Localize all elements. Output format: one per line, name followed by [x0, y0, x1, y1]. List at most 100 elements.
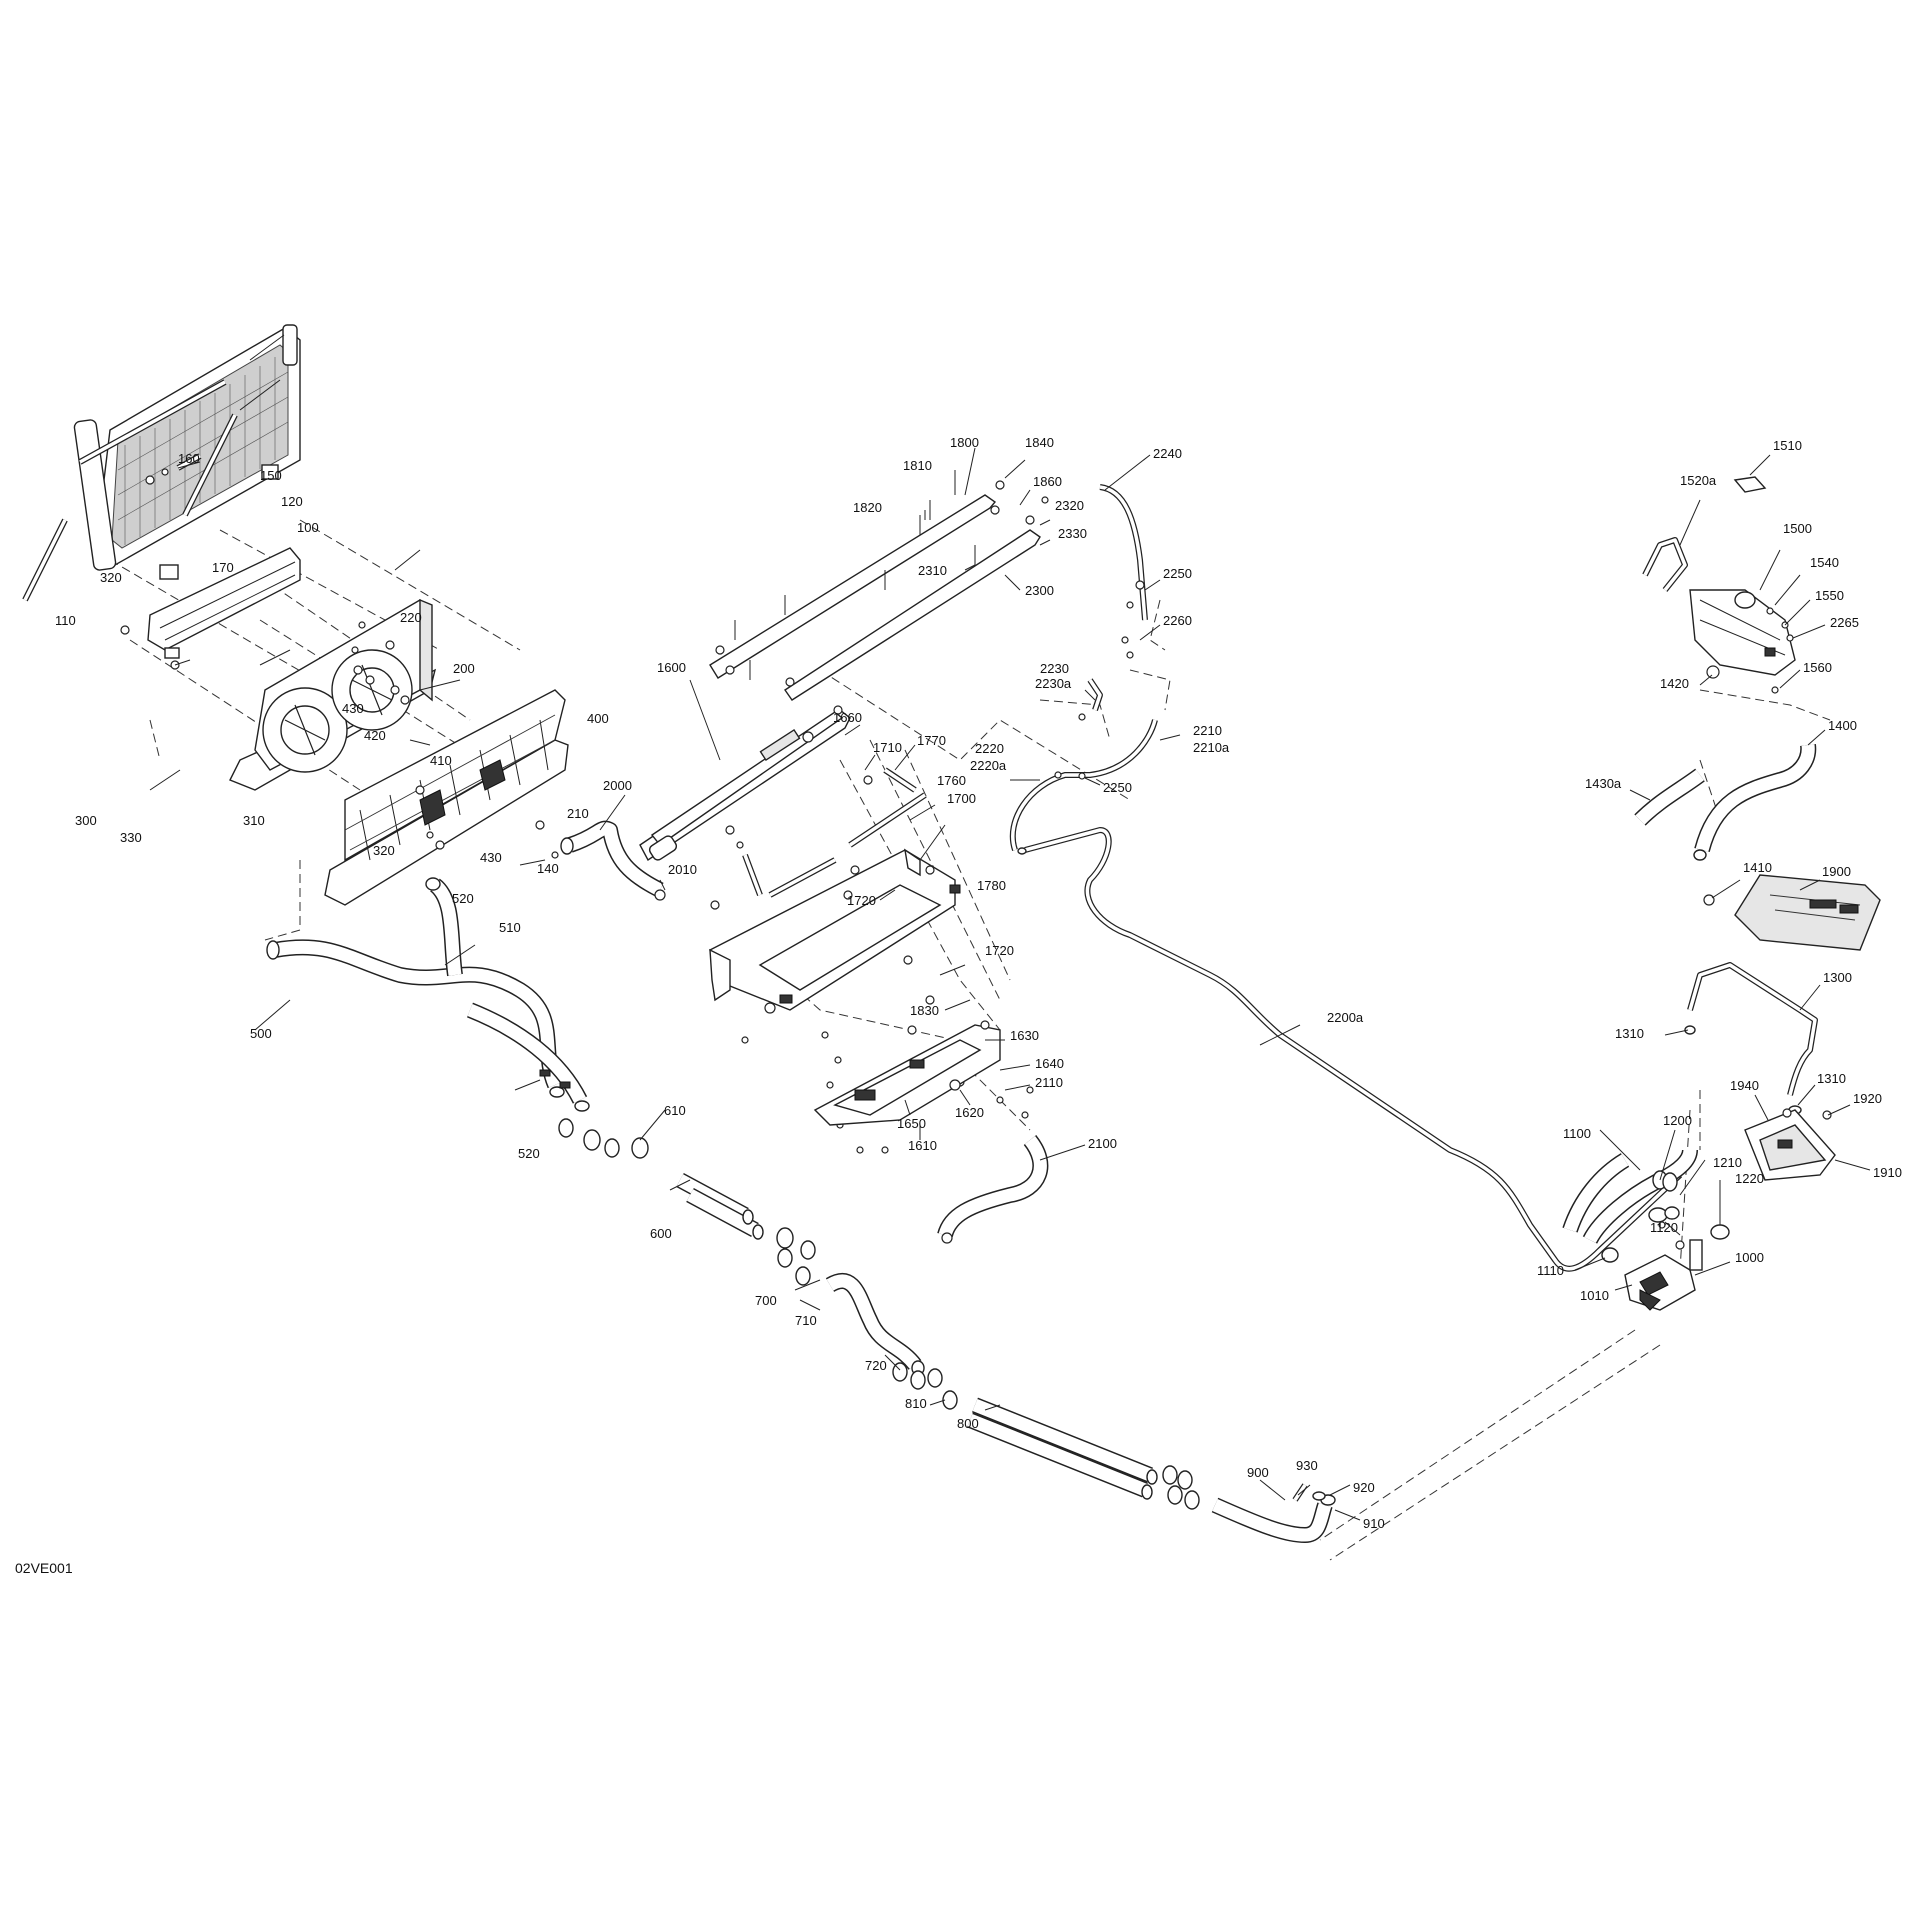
- callout-2260: 2260: [1163, 613, 1192, 628]
- callout-2265: 2265: [1830, 615, 1859, 630]
- housing-1910: [1744, 1108, 1836, 1181]
- fan-assembly-200: [229, 598, 437, 791]
- callout-2220a: 2220a: [970, 758, 1007, 773]
- cover-1900: [1703, 874, 1881, 951]
- callout-1310: 1310: [1615, 1026, 1644, 1041]
- callout-1600: 1600: [657, 660, 686, 675]
- callout-2330: 2330: [1058, 526, 1087, 541]
- callout-520: 520: [452, 891, 474, 906]
- callout-2230: 2230: [1040, 661, 1069, 676]
- callout-1430a: 1430a: [1585, 776, 1622, 791]
- callout-2010: 2010: [668, 862, 697, 877]
- callout-1910: 1910: [1873, 1165, 1902, 1180]
- callout-1660: 1660: [833, 710, 862, 725]
- rods-1720-1760-1770: [742, 767, 927, 898]
- hose-900: [1211, 1483, 1336, 1543]
- callout-300: 300: [75, 813, 97, 828]
- callout-1800: 1800: [950, 435, 979, 450]
- hose-500-510: [266, 878, 590, 1112]
- callout-1520a: 1520a: [1680, 473, 1717, 488]
- seal-strips-150-160: [22, 379, 238, 602]
- callout-2300: 2300: [1025, 583, 1054, 598]
- callout-1510: 1510: [1773, 438, 1802, 453]
- callout-610: 610: [664, 1103, 686, 1118]
- pipe-800: [967, 1397, 1158, 1500]
- callout-1210: 1210: [1713, 1155, 1742, 1170]
- callout-1840: 1840: [1025, 435, 1054, 450]
- lower-box-1610: [813, 1020, 1001, 1126]
- callout-1310: 1310: [1817, 1071, 1846, 1086]
- water-pump-1000: [1624, 1239, 1703, 1311]
- callout-1710: 1710: [873, 740, 902, 755]
- callout-1550: 1550: [1815, 588, 1844, 603]
- callout-900: 900: [1247, 1465, 1269, 1480]
- callout-1500: 1500: [1783, 521, 1812, 536]
- pipe-600: [676, 1172, 764, 1240]
- callout-1610: 1610: [908, 1138, 937, 1153]
- callout-1700: 1700: [947, 791, 976, 806]
- callout-1000: 1000: [1735, 1250, 1764, 1265]
- callout-1400: 1400: [1828, 718, 1857, 733]
- callout-2210a: 2210a: [1193, 740, 1230, 755]
- callout-2000: 2000: [603, 778, 632, 793]
- callout-1110: 1110: [1537, 1263, 1564, 1278]
- hose-1430a: [1634, 768, 1705, 826]
- callout-1760: 1760: [937, 773, 966, 788]
- callout-2240: 2240: [1153, 446, 1182, 461]
- callout-2310: 2310: [918, 563, 947, 578]
- callout-330: 330: [120, 830, 142, 845]
- callout-2320: 2320: [1055, 498, 1084, 513]
- callout-labels: 160 150 120 100 320 170 110 220 200 430 …: [55, 435, 1902, 1531]
- callout-1770: 1770: [917, 733, 946, 748]
- callout-1650: 1650: [897, 1116, 926, 1131]
- callout-1420: 1420: [1660, 676, 1689, 691]
- callout-520: 520: [518, 1146, 540, 1161]
- brackets-1800-2300: [709, 470, 1049, 701]
- callout-2110: 2110: [1035, 1075, 1063, 1090]
- callout-400: 400: [587, 711, 609, 726]
- reservoir-1500: [1689, 589, 1796, 694]
- callout-2250: 2250: [1103, 780, 1132, 795]
- callout-1780: 1780: [977, 878, 1006, 893]
- callout-1900: 1900: [1822, 864, 1851, 879]
- callout-310: 310: [243, 813, 265, 828]
- shroud-300: [147, 547, 301, 659]
- callout-1860: 1860: [1033, 474, 1062, 489]
- reference-code: 02VE001: [15, 1560, 73, 1576]
- callout-1920: 1920: [1853, 1091, 1882, 1106]
- hose-2100: [937, 1135, 1049, 1244]
- hose-1400: [1693, 743, 1817, 861]
- callout-1630: 1630: [1010, 1028, 1039, 1043]
- callout-110: 110: [55, 613, 76, 628]
- callout-1220: 1220: [1735, 1171, 1764, 1186]
- callout-1830: 1830: [910, 1003, 939, 1018]
- callout-1540: 1540: [1810, 555, 1839, 570]
- callout-1640: 1640: [1035, 1056, 1064, 1071]
- callout-700: 700: [755, 1293, 777, 1308]
- callout-140: 140: [537, 861, 559, 876]
- callout-170: 170: [212, 560, 234, 575]
- callout-1940: 1940: [1730, 1078, 1759, 1093]
- leader-lines: [149, 334, 1871, 1521]
- callout-430: 430: [342, 701, 364, 716]
- callout-100: 100: [297, 520, 319, 535]
- callout-910: 910: [1363, 1516, 1385, 1531]
- callout-1300: 1300: [1823, 970, 1852, 985]
- callout-150: 150: [260, 468, 282, 483]
- callout-720: 720: [865, 1358, 887, 1373]
- callout-710: 710: [795, 1313, 817, 1328]
- clamps-520-610: [425, 877, 649, 1159]
- callout-2200a: 2200a: [1327, 1010, 1364, 1025]
- callout-160: 160: [178, 451, 200, 466]
- callout-1810: 1810: [903, 458, 932, 473]
- bracket-1520a: [1642, 476, 1767, 592]
- callout-920: 920: [1353, 1480, 1375, 1495]
- callout-800: 800: [957, 1416, 979, 1431]
- hose-2220-2210: [1009, 719, 1158, 851]
- callout-810: 810: [905, 1396, 927, 1411]
- callout-200: 200: [453, 661, 475, 676]
- callout-1100: 1100: [1563, 1126, 1591, 1141]
- intercooler-1600: [639, 705, 851, 862]
- callout-1720: 1720: [847, 893, 876, 908]
